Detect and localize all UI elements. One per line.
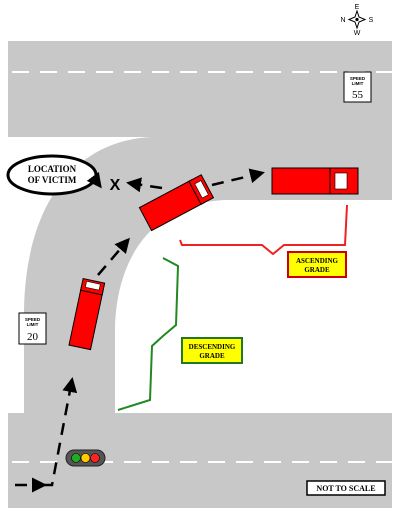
speed-sign-55-line1: SPEED xyxy=(350,76,366,81)
upper-road xyxy=(8,41,392,137)
path-upper-segment xyxy=(211,168,265,187)
ascending-grade-bracket xyxy=(179,204,348,256)
compass-south-label: S xyxy=(369,17,374,24)
truck-position-2 xyxy=(138,174,215,232)
path-curve-segment xyxy=(97,237,130,276)
path-main-segment xyxy=(43,377,78,487)
compass-north-label: N xyxy=(340,17,345,24)
curved-road xyxy=(24,137,392,413)
traffic-light-yellow xyxy=(80,453,91,463)
truck-position-3 xyxy=(271,167,359,195)
victim-x-marker: X xyxy=(110,177,121,194)
descending-grade-bracket xyxy=(117,257,180,411)
victim-callout: LOCATION OF VICTIM xyxy=(6,154,102,196)
victim-callout-arrow xyxy=(86,171,102,189)
traffic-light-green xyxy=(71,453,81,463)
vehicle-path xyxy=(15,168,265,493)
not-to-scale-note: NOT TO SCALE xyxy=(306,480,386,496)
victim-label-line1: LOCATION xyxy=(28,164,77,174)
ascending-grade-line2: GRADE xyxy=(304,266,330,274)
descending-grade-line1: DESCENDING xyxy=(189,343,236,351)
truck-position-1 xyxy=(68,277,106,351)
ascending-grade-annotation: ASCENDING GRADE xyxy=(179,204,348,278)
speed-sign-20-value: 20 xyxy=(27,331,39,343)
not-to-scale-text: NOT TO SCALE xyxy=(316,484,375,493)
compass-rose: E N S W xyxy=(340,4,373,37)
victim-label-line2: OF VICTIM xyxy=(28,175,77,185)
descending-grade-annotation: DESCENDING GRADE xyxy=(117,257,243,411)
speed-sign-55-line2: LIMIT xyxy=(352,81,364,86)
traffic-light xyxy=(65,449,106,467)
ascending-grade-line1: ASCENDING xyxy=(296,257,339,265)
path-to-victim-segment xyxy=(126,177,163,193)
speed-sign-55-value: 55 xyxy=(352,89,364,101)
speed-sign-20-line2: LIMIT xyxy=(27,322,39,327)
descending-grade-line2: GRADE xyxy=(199,352,225,360)
speed-limit-sign-55: SPEED LIMIT 55 xyxy=(343,71,372,103)
speed-limit-sign-20: SPEED LIMIT 20 xyxy=(18,312,47,345)
traffic-light-red xyxy=(90,453,100,463)
compass-east-label: E xyxy=(355,4,360,11)
compass-west-label: W xyxy=(354,30,361,37)
speed-sign-20-line1: SPEED xyxy=(25,317,41,322)
